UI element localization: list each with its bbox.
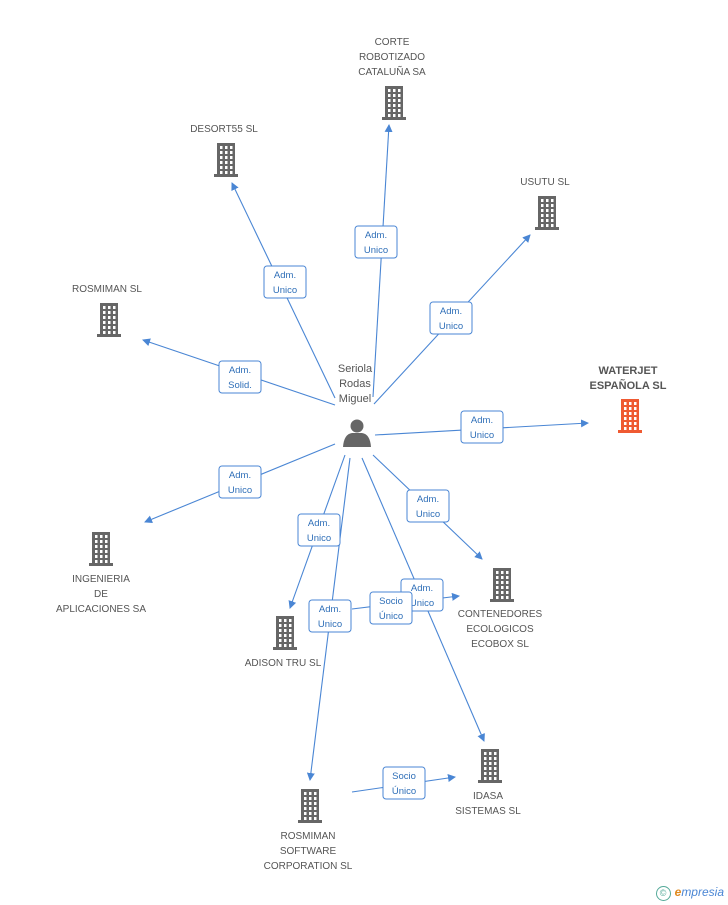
edge-label-center-desort[interactable]: Adm. Unico <box>263 265 307 299</box>
building-icon <box>298 789 322 823</box>
node-label-line: APLICACIONES SA <box>56 604 146 615</box>
edge-label-box <box>354 225 398 259</box>
edge-label-text: Unico <box>364 245 388 256</box>
edge-label-text: Adm. <box>229 470 251 481</box>
edge-label-center-ingenieria[interactable]: Adm. Unico <box>218 465 262 499</box>
edge-label-box <box>297 513 341 547</box>
edge-label-text: Único <box>379 611 403 622</box>
edge-label-text: Unico <box>416 509 440 520</box>
brand-name: mpresia <box>681 885 724 899</box>
edge-label-text: Adm. <box>274 270 296 281</box>
edge-label-center-waterjet[interactable]: Adm. Unico <box>460 410 504 444</box>
brand-initial: e <box>674 885 682 899</box>
edge-label-text: Unico <box>318 619 342 630</box>
node-label-line: INGENIERIA <box>72 574 130 585</box>
node-label-line: CORPORATION SL <box>264 861 353 872</box>
edge-center-corte <box>372 124 393 398</box>
edge-label-box <box>406 489 450 523</box>
edge-label-text: Adm. <box>471 415 493 426</box>
edge-label-text: Adm. <box>411 583 433 594</box>
edge-label-box <box>308 599 352 633</box>
edge-label-text: Unico <box>439 321 463 332</box>
edge-label-center-rosmiman[interactable]: Adm. Solid. <box>218 360 262 394</box>
copyright-footer: ©empresia <box>655 885 724 901</box>
node-label-line: DESORT55 SL <box>190 124 258 135</box>
edge-label-text: Adm. <box>229 365 251 376</box>
edge-label-text: Socio <box>379 596 403 607</box>
edge-label-box <box>369 591 413 625</box>
edge-label-text: Socio <box>392 771 416 782</box>
company-node-idasa[interactable]: IDASA SISTEMAS SL <box>455 749 521 817</box>
edge-label-text: Unico <box>410 598 434 609</box>
building-icon <box>97 303 121 337</box>
building-icon <box>273 616 297 650</box>
node-label-line: Miguel <box>339 393 371 405</box>
building-icon <box>214 143 238 177</box>
node-label-line: Seriola <box>338 363 373 375</box>
company-node-rosmiman_sw[interactable]: ROSMIMAN SOFTWARE CORPORATION SL <box>264 789 353 872</box>
edge-label-box <box>218 465 262 499</box>
building-icon <box>89 532 113 566</box>
edge-label-text: Unico <box>273 285 297 296</box>
node-label-line: SISTEMAS SL <box>455 806 521 817</box>
edge-label-center-usutu[interactable]: Adm. Unico <box>429 301 473 335</box>
company-node-contenedores[interactable]: CONTENEDORES ECOLOGICOS ECOBOX SL <box>458 568 543 650</box>
node-label-line: ESPAÑOLA SL <box>589 379 666 392</box>
edge-label-center-rosmiman_sw[interactable]: Adm. Unico <box>308 599 352 633</box>
node-label-line: CATALUÑA SA <box>358 65 426 78</box>
building-icon <box>478 749 502 783</box>
node-label-line: ROSMIMAN SL <box>72 284 142 295</box>
company-node-usutu[interactable]: USUTU SL <box>520 177 570 230</box>
node-label-line: SOFTWARE <box>280 846 337 857</box>
node-label-line: DE <box>94 589 108 600</box>
copyright-icon: © <box>655 886 671 901</box>
edge-label-center-corte[interactable]: Adm. Unico <box>354 225 398 259</box>
edge-label-text: Adm. <box>417 494 439 505</box>
node-label-line: ECOBOX SL <box>471 639 529 650</box>
building-icon <box>535 196 559 230</box>
node-label-line: IDASA <box>473 791 503 802</box>
edge-label-text: Adm. <box>319 604 341 615</box>
edge-label-text: Unico <box>228 485 252 496</box>
building-icon <box>490 568 514 602</box>
company-node-adison[interactable]: ADISON TRU SL <box>245 616 322 669</box>
building-icon <box>618 399 642 433</box>
person-icon <box>343 419 371 447</box>
node-label-line: ROSMIMAN <box>281 831 336 842</box>
edge-label-box <box>382 766 426 800</box>
node-label-line: ADISON TRU SL <box>245 658 322 669</box>
edge-label-text: Solid. <box>228 380 252 391</box>
company-node-ingenieria[interactable]: INGENIERIA DE APLICACIONES SA <box>56 532 146 615</box>
node-label-line: USUTU SL <box>520 177 570 188</box>
edge-label-box <box>263 265 307 299</box>
node-label-line: WATERJET <box>598 365 657 377</box>
edge-label-text: Adm. <box>365 230 387 241</box>
company-node-corte[interactable]: CORTE ROBOTIZADO CATALUÑA SA <box>358 37 426 120</box>
company-node-waterjet[interactable]: WATERJET ESPAÑOLA SL <box>589 365 667 433</box>
edge-label-box <box>218 360 262 394</box>
edge-label-text: Adm. <box>308 518 330 529</box>
edge-label-text: Adm. <box>440 306 462 317</box>
company-node-desort[interactable]: DESORT55 SL <box>190 124 258 177</box>
node-label-line: Rodas <box>339 378 371 390</box>
edge-label-box <box>460 410 504 444</box>
edge-label-text: Unico <box>470 430 494 441</box>
edge-label-box <box>429 301 473 335</box>
node-label-line: CONTENEDORES <box>458 609 543 620</box>
edge-label-text: Unico <box>307 533 331 544</box>
edge-label-center-adison[interactable]: Adm. Unico <box>297 513 341 547</box>
edge-label-text: Único <box>392 786 416 797</box>
node-label-line: ROBOTIZADO <box>359 52 425 63</box>
building-icon <box>382 86 406 120</box>
edge-label-center-contenedores[interactable]: Adm. Unico <box>406 489 450 523</box>
node-label-line: CORTE <box>375 37 410 48</box>
company-node-rosmiman[interactable]: ROSMIMAN SL <box>72 284 142 337</box>
node-label-line: ECOLOGICOS <box>466 624 534 635</box>
